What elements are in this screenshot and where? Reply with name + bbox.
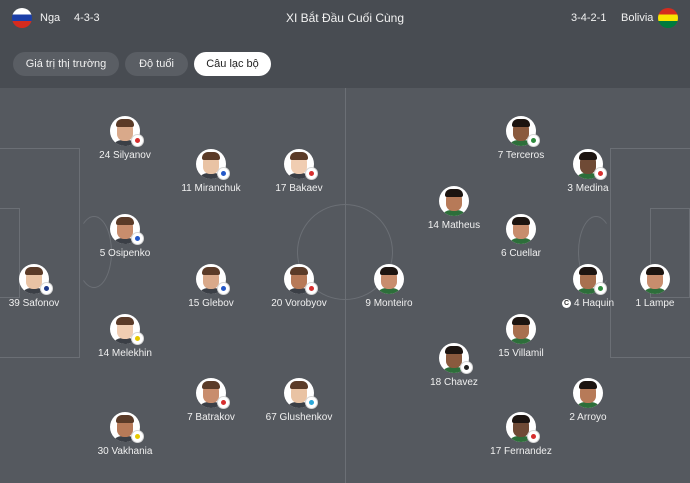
player-name-label: 14 Matheus xyxy=(394,220,514,232)
player-photo xyxy=(506,214,536,244)
tab-market-value[interactable]: Giá trị thị trường xyxy=(13,52,119,76)
club-badge-icon xyxy=(305,282,318,295)
tab-club[interactable]: Câu lạc bộ xyxy=(194,52,271,76)
russia-flag-icon xyxy=(12,8,32,28)
player-name-label: 3 Medina xyxy=(528,183,648,195)
club-badge-icon xyxy=(131,430,144,443)
player-name: 2 Arroyo xyxy=(569,412,607,423)
home-team-name: Nga xyxy=(40,12,61,24)
player-name-label: 15 Glebov xyxy=(151,298,271,310)
club-badge-icon xyxy=(460,361,473,374)
player-name: 17 Bakaev xyxy=(275,183,323,194)
club-badge-icon xyxy=(594,282,607,295)
left-goal-area xyxy=(0,208,20,298)
player-name: 7 Terceros xyxy=(497,150,545,161)
player-name: 14 Melekhin xyxy=(98,348,152,359)
player-photo xyxy=(110,214,140,244)
player-name: 6 Cuellar xyxy=(500,248,542,259)
player-photo xyxy=(573,378,603,408)
tab-age[interactable]: Độ tuổi xyxy=(125,52,188,76)
player-name-label: 7 Terceros xyxy=(461,150,581,162)
player-name-label: 18 Chavez xyxy=(394,377,514,389)
player-name-label: 11 Miranchuk xyxy=(151,183,271,195)
bolivia-flag-icon xyxy=(658,8,678,28)
club-badge-icon xyxy=(131,232,144,245)
player-name-label: 14 Melekhin xyxy=(65,348,185,360)
away-formation: 3-4-2-1 xyxy=(571,12,607,24)
player-name-label: 17 Fernandez xyxy=(461,446,581,458)
player-photo xyxy=(573,264,603,294)
player-name-label: 39 Safonov xyxy=(0,298,94,310)
player-name-label: 24 Silyanov xyxy=(65,150,185,162)
captain-badge-icon: C xyxy=(561,298,571,308)
player-name-label: 30 Vakhania xyxy=(65,446,185,458)
page-title: XI Bắt Đầu Cuối Cùng xyxy=(285,11,405,25)
club-badge-icon xyxy=(131,134,144,147)
player-name: 14 Matheus xyxy=(427,220,481,231)
player-name-label: 17 Bakaev xyxy=(239,183,359,195)
player-photo xyxy=(506,314,536,344)
player-name-label: 6 Cuellar xyxy=(461,248,581,260)
player-name: 24 Silyanov xyxy=(99,150,151,161)
player-name: 15 Glebov xyxy=(188,298,234,309)
club-badge-icon xyxy=(217,282,230,295)
player-photo xyxy=(284,149,314,179)
club-badge-icon xyxy=(305,167,318,180)
player-name-label: 2 Arroyo xyxy=(528,412,648,424)
club-badge-icon xyxy=(40,282,53,295)
club-badge-icon xyxy=(527,430,540,443)
center-circle xyxy=(297,204,393,300)
player-name-label: 1 Lampe xyxy=(595,298,690,310)
left-penalty-arc xyxy=(76,216,112,288)
player-name: 7 Batrakov xyxy=(187,412,235,423)
player-name-label: 15 Villamil xyxy=(461,348,581,360)
club-badge-icon xyxy=(217,167,230,180)
home-formation: 4-3-3 xyxy=(74,12,100,24)
player-name: 1 Lampe xyxy=(635,298,675,309)
club-badge-icon xyxy=(217,396,230,409)
player-photo xyxy=(439,186,469,216)
player-name: 20 Vorobyov xyxy=(271,298,327,309)
player-name: 67 Glushenkov xyxy=(265,412,333,423)
player-name: 5 Osipenko xyxy=(99,248,151,259)
player-name-label: 67 Glushenkov xyxy=(239,412,359,424)
player-name: 15 Villamil xyxy=(498,348,544,359)
player-name: 18 Chavez xyxy=(430,377,478,388)
lineup-header: Nga 4-3-3 XI Bắt Đầu Cuối Cùng 3-4-2-1 B… xyxy=(0,0,690,36)
away-team-name: Bolivia xyxy=(621,12,654,24)
player-name: 30 Vakhania xyxy=(97,446,153,457)
player-name: 39 Safonov xyxy=(8,298,60,309)
player-name-label: 20 Vorobyov xyxy=(239,298,359,310)
player-name-label: 9 Monteiro xyxy=(329,298,449,310)
player-name: 11 Miranchuk xyxy=(181,183,241,194)
player-name: 17 Fernandez xyxy=(490,446,552,457)
filter-tabs: Giá trị thị trường Độ tuổi Câu lạc bộ xyxy=(0,36,690,88)
player-name: 9 Monteiro xyxy=(365,298,413,309)
player-photo xyxy=(284,378,314,408)
player-name-label: 7 Batrakov xyxy=(151,412,271,424)
club-badge-icon xyxy=(131,332,144,345)
player-name-label: 5 Osipenko xyxy=(65,248,185,260)
club-badge-icon xyxy=(527,134,540,147)
player-name: 4 Haquin xyxy=(573,298,615,309)
player-photo xyxy=(640,264,670,294)
player-name: 3 Medina xyxy=(567,183,609,194)
club-badge-icon xyxy=(305,396,318,409)
club-badge-icon xyxy=(594,167,607,180)
player-photo xyxy=(374,264,404,294)
